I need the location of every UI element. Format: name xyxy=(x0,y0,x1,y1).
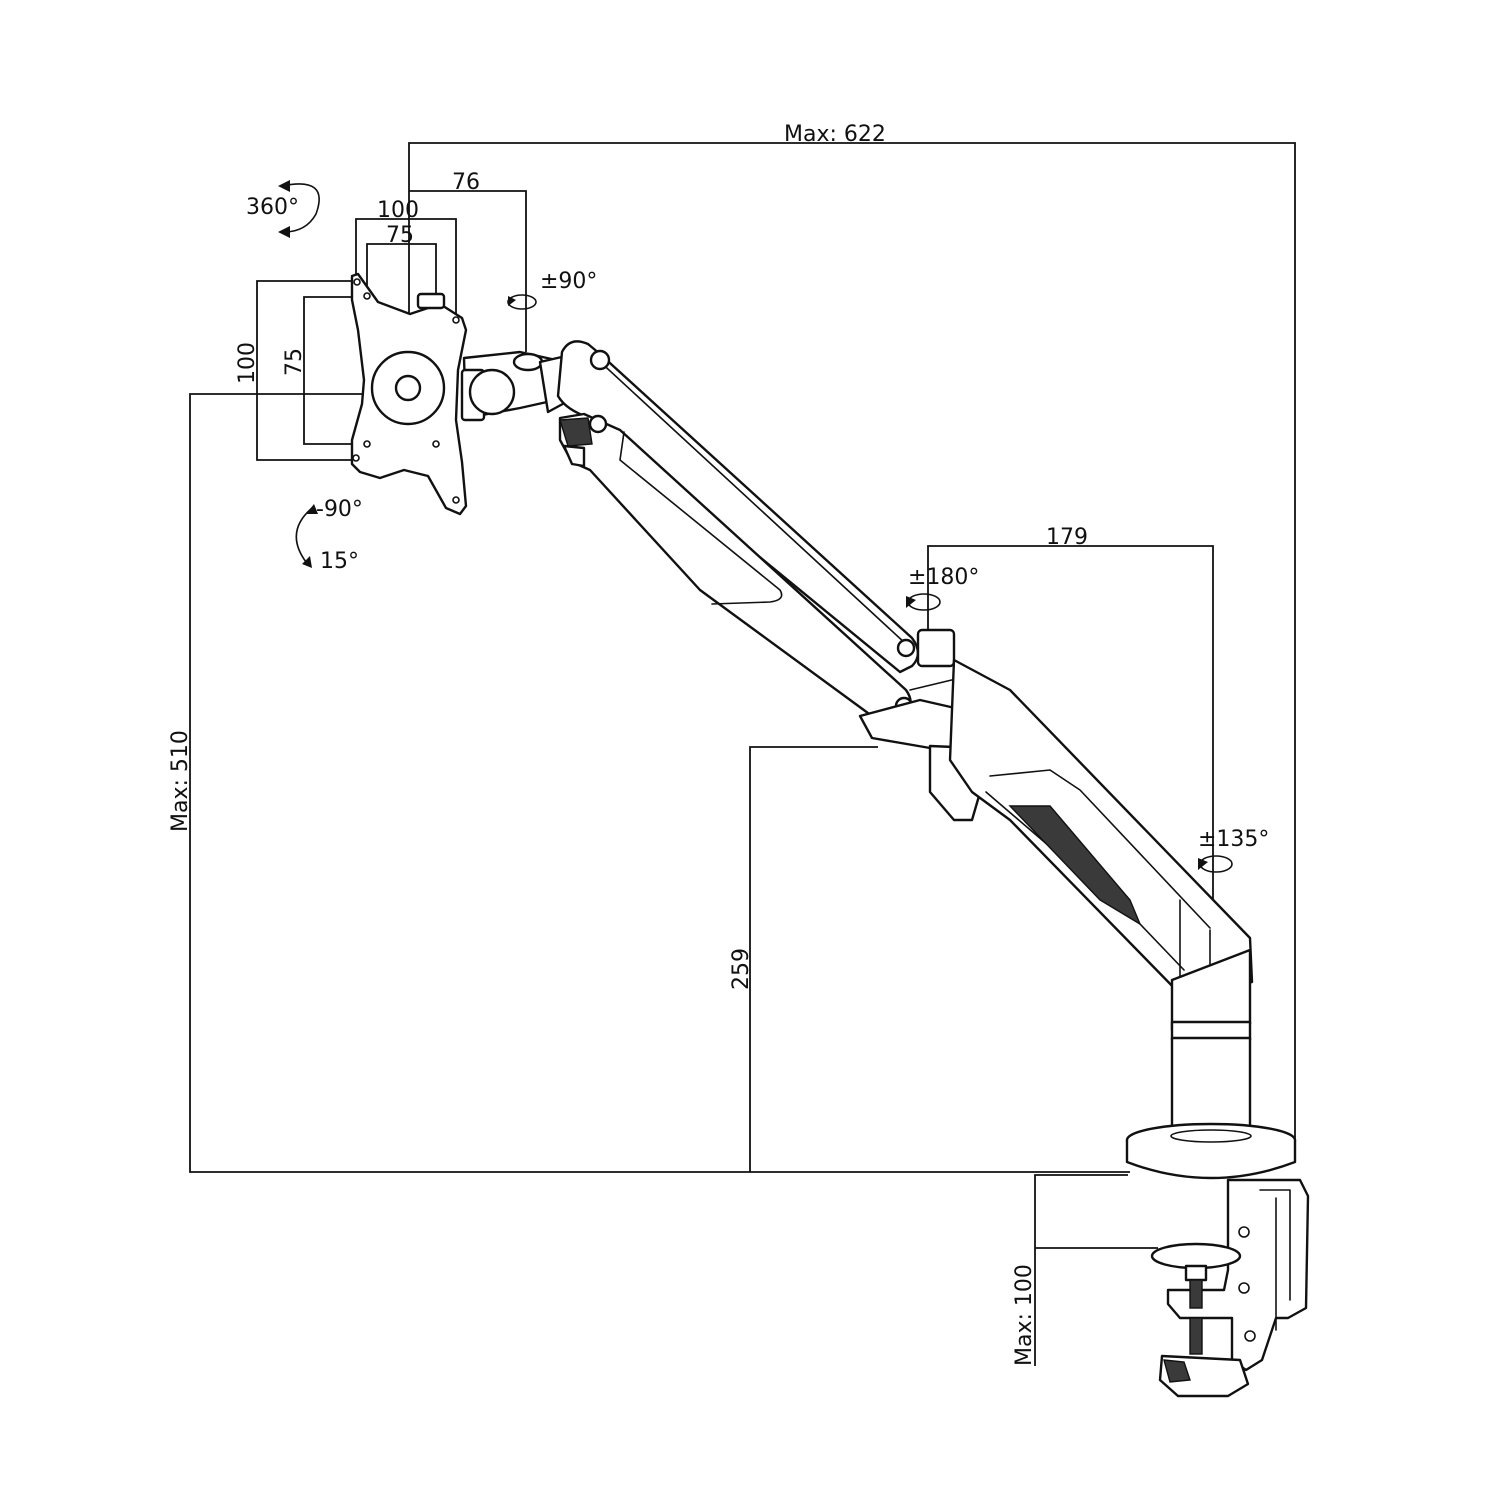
tilt-head xyxy=(460,350,572,422)
label-tilt-down: -90° xyxy=(316,497,363,522)
label-elbow-180: ±180° xyxy=(908,565,979,590)
label-vesa-v-75: 75 xyxy=(282,348,307,376)
dim-clamp-line xyxy=(1034,1174,1128,1366)
label-tilt-up: 15° xyxy=(320,549,359,574)
dim-max-height-line xyxy=(189,393,1130,1173)
label-offset-76: 76 xyxy=(452,170,480,195)
upper-arm xyxy=(556,340,920,718)
dim-vesa-h-100-line xyxy=(355,218,457,318)
label-clamp-max: Max: 100 xyxy=(1012,1264,1037,1366)
dim-vesa-v-75-line xyxy=(303,296,366,445)
dim-259-line xyxy=(749,746,878,1172)
label-pole-height: 259 xyxy=(729,948,754,990)
dim-max-reach-line xyxy=(408,142,1296,1140)
dim-76-line xyxy=(409,190,527,352)
dim-179-line xyxy=(927,545,1214,990)
dim-vesa-h-75-line xyxy=(366,243,437,298)
dim-vesa-v-100-line xyxy=(256,280,352,461)
label-base-135: ±135° xyxy=(1198,827,1269,852)
label-max-height: Max: 510 xyxy=(168,730,193,832)
label-rotate-360: 360° xyxy=(246,195,299,220)
label-vesa-h-100: 100 xyxy=(377,198,419,223)
desk-clamp xyxy=(1150,1178,1310,1398)
label-arm-179: 179 xyxy=(1046,525,1088,550)
rotate-360-arrow xyxy=(281,183,320,233)
label-max-reach: Max: 622 xyxy=(784,122,886,147)
rotation-arrows xyxy=(278,180,1233,873)
dimension-lines xyxy=(189,142,1296,1366)
label-vesa-h-75: 75 xyxy=(386,223,414,248)
pole-base xyxy=(1125,948,1297,1180)
labels: Max: 622 76 100 75 100 75 Max: 510 259 1… xyxy=(168,122,1269,1366)
label-vesa-v-100: 100 xyxy=(235,342,260,384)
vesa-plate xyxy=(350,272,468,516)
tilt-arrow xyxy=(295,507,313,563)
label-swivel-90: ±90° xyxy=(540,269,597,294)
